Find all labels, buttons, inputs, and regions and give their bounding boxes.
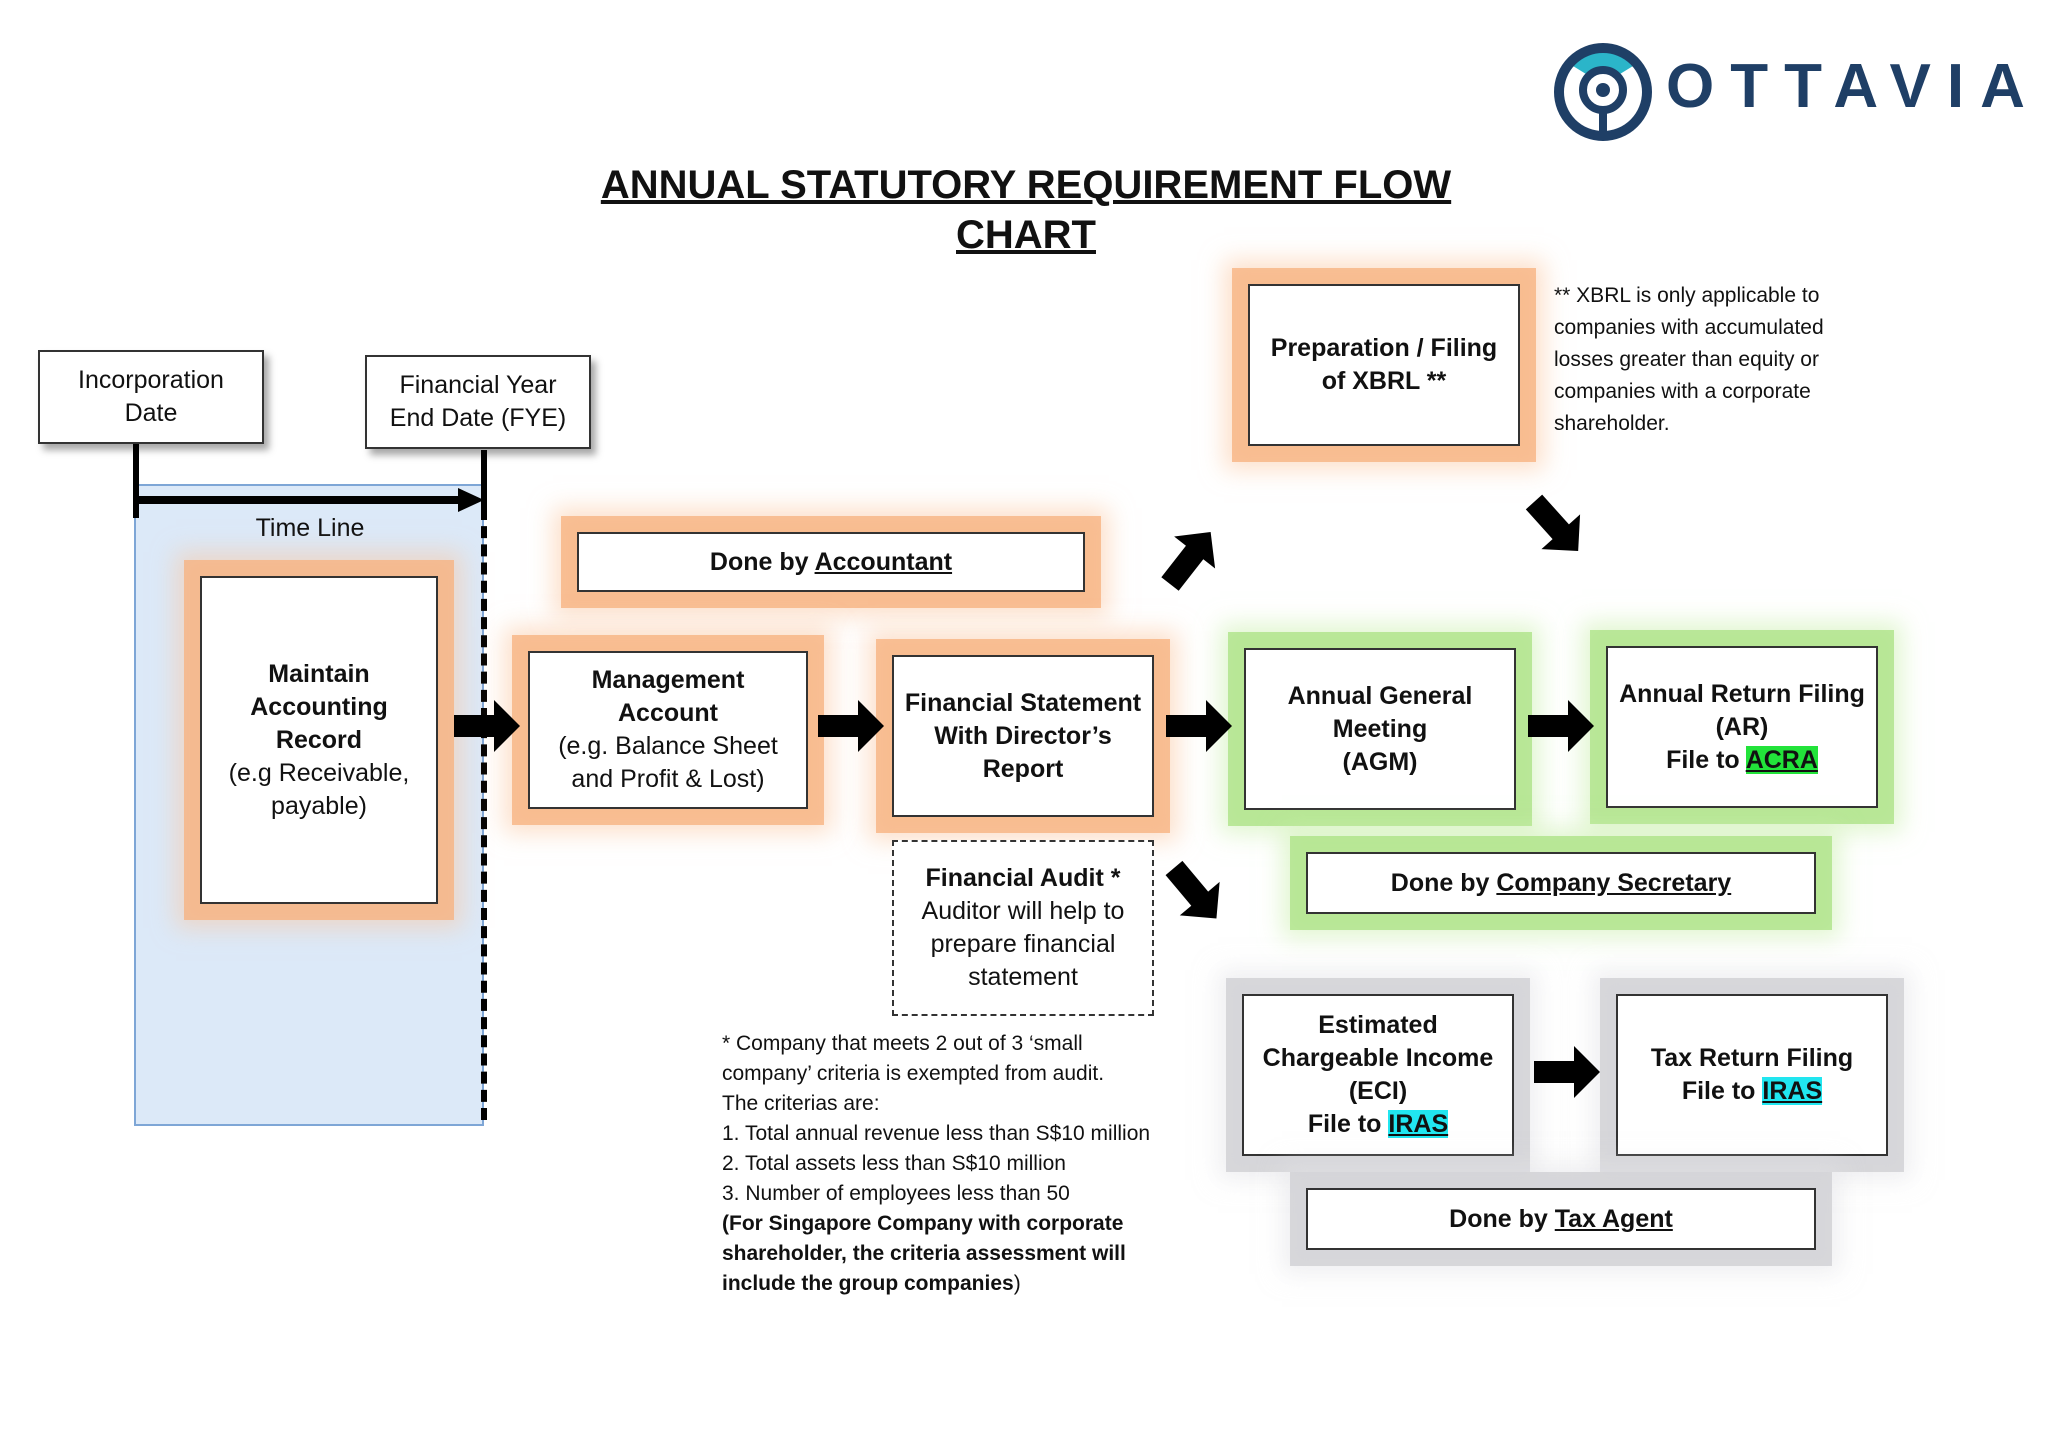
arrow-fs-to-xbrl xyxy=(1149,515,1232,601)
fye-dashed-line xyxy=(481,508,487,1120)
financial-statement-box: Financial Statement With Director’s Repo… xyxy=(892,655,1154,817)
fye-box: Financial Year End Date (FYE) xyxy=(365,355,591,449)
eci-box: Estimated Chargeable Income (ECI) File t… xyxy=(1242,994,1514,1156)
arrow-management-to-fs xyxy=(818,700,884,752)
incorporation-line xyxy=(133,444,139,518)
timeline-arrow xyxy=(136,496,466,504)
arrow-fs-to-eci xyxy=(1154,851,1237,936)
done-by-tax-agent-box: Done by Tax Agent xyxy=(1306,1188,1816,1250)
page-title: ANNUAL STATUTORY REQUIREMENT FLOW CHART xyxy=(600,163,1452,257)
arrow-xbrl-to-ar xyxy=(1514,484,1598,569)
iras-highlight: IRAS xyxy=(1388,1110,1449,1138)
arrow-fs-to-agm xyxy=(1166,700,1232,752)
xbrl-note: ** XBRL is only applicable to companies … xyxy=(1554,284,1824,435)
timeline-label: Time Line xyxy=(255,514,365,542)
audit-exemption-note: * Company that meets 2 out of 3 ‘small c… xyxy=(722,1032,1151,1295)
tax-return-box: Tax Return Filing File to IRAS xyxy=(1616,994,1888,1156)
done-by-accountant-box: Done by Accountant xyxy=(577,532,1085,592)
arrow-agm-to-ar xyxy=(1528,700,1594,752)
done-by-company-secretary-box: Done by Company Secretary xyxy=(1306,852,1816,914)
xbrl-box: Preparation / Filing of XBRL ** xyxy=(1248,284,1520,446)
maintain-accounting-record-box: Maintain Accounting Record (e.g Receivab… xyxy=(200,576,438,904)
logo-mark-icon xyxy=(1554,43,1652,141)
incorporation-date-box: Incorporation Date xyxy=(38,350,264,444)
agm-box: Annual General Meeting (AGM) xyxy=(1244,648,1516,810)
annual-return-box: Annual Return Filing (AR) File to ACRA xyxy=(1606,646,1878,808)
arrow-maintain-to-management xyxy=(454,700,520,752)
arrow-eci-to-tax xyxy=(1534,1046,1600,1098)
timeline-arrowhead-icon xyxy=(458,488,484,512)
logo-text: OTTAVIA xyxy=(1666,52,2041,121)
financial-audit-box: Financial Audit * Auditor will help to p… xyxy=(892,840,1154,1016)
acra-highlight: ACRA xyxy=(1745,745,1818,774)
logo: OTTAVIA xyxy=(1548,34,2025,144)
iras-highlight: IRAS xyxy=(1762,1077,1823,1105)
fye-line xyxy=(481,450,487,508)
management-account-box: Management Account (e.g. Balance Sheet a… xyxy=(528,651,808,809)
